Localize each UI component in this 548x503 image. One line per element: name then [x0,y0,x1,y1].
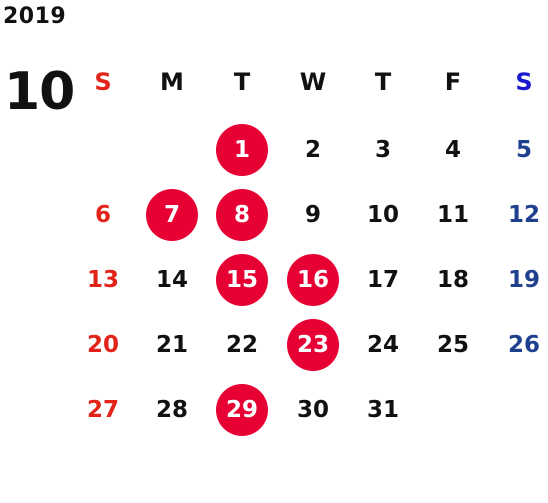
day-cell-holiday[interactable]: 23 [287,319,339,371]
day-cell[interactable]: 4 [444,137,461,163]
weekday-label-1: M [160,68,184,96]
day-cell-holiday[interactable]: 1 [216,124,268,176]
weekday-label-0: S [94,68,112,96]
weekday-label-3: W [299,68,327,96]
day-cell[interactable]: 25 [436,332,469,358]
year-label: 2019 [3,4,67,29]
day-cell[interactable]: 9 [304,202,321,228]
day-cell-holiday[interactable]: 7 [146,189,198,241]
day-cell[interactable]: 26 [507,332,540,358]
day-cell-holiday[interactable]: 15 [216,254,268,306]
day-cell[interactable]: 13 [86,267,119,293]
day-cell[interactable]: 14 [155,267,188,293]
day-cell[interactable]: 3 [374,137,391,163]
day-cell[interactable]: 24 [366,332,399,358]
day-cell[interactable]: 10 [366,202,399,228]
weekday-label-6: S [515,68,533,96]
day-cell[interactable]: 30 [296,397,329,423]
day-cell-holiday[interactable]: 8 [216,189,268,241]
day-cell[interactable]: 5 [515,137,532,163]
day-cell[interactable]: 31 [366,397,399,423]
day-cell[interactable]: 17 [366,267,399,293]
day-cell[interactable]: 21 [155,332,188,358]
day-cell[interactable]: 22 [225,332,258,358]
weekday-label-5: F [444,68,462,96]
day-cell[interactable]: 27 [86,397,119,423]
day-cell[interactable]: 12 [507,202,540,228]
day-cell[interactable]: 18 [436,267,469,293]
day-cell[interactable]: 19 [507,267,540,293]
day-cell[interactable]: 20 [86,332,119,358]
day-cell[interactable]: 2 [304,137,321,163]
day-cell[interactable]: 28 [155,397,188,423]
weekday-label-2: T [233,68,251,96]
day-cell-holiday[interactable]: 16 [287,254,339,306]
day-cell[interactable]: 11 [436,202,469,228]
day-cell[interactable]: 6 [94,202,111,228]
weekday-label-4: T [374,68,392,96]
month-number: 10 [4,62,75,122]
day-cell-holiday[interactable]: 29 [216,384,268,436]
